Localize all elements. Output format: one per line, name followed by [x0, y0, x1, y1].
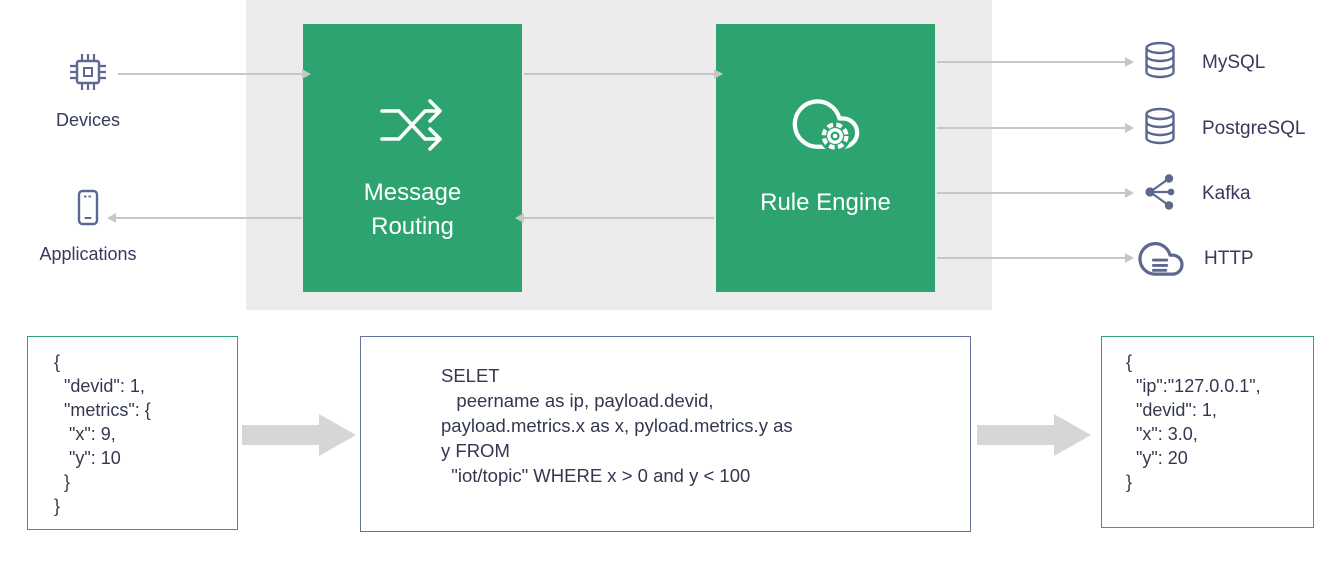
sink-kafka: Kafka — [1138, 171, 1251, 217]
mysql-database-icon — [1138, 38, 1182, 89]
cloud-server-icon — [1138, 236, 1184, 283]
rule-engine-label: Rule Engine — [760, 189, 891, 216]
arrow-devices-to-routing — [118, 73, 302, 75]
node-applications: Applications — [30, 186, 146, 265]
kafka-label: Kafka — [1202, 183, 1251, 204]
sink-mysql: MySQL — [1138, 40, 1265, 86]
postgresql-label: PostgreSQL — [1202, 118, 1306, 139]
thick-arrow-sql-to-output — [977, 425, 1054, 445]
thick-arrow-input-to-sql-head — [319, 414, 356, 456]
cloud-gear-icon — [792, 90, 860, 159]
thick-arrow-input-to-sql — [242, 425, 319, 445]
chip-icon — [64, 48, 112, 101]
message-routing-box: Message Routing — [303, 24, 522, 292]
shuffle-icon — [374, 96, 452, 159]
rule-engine-box: Rule Engine — [716, 24, 935, 292]
sql-statement-box: SELET peername as ip, payload.devid, pay… — [360, 336, 971, 532]
arrow-rule-engine-to-kafka — [937, 192, 1125, 194]
arrow-routing-to-rule-engine — [524, 73, 714, 75]
output-json-code: { "ip":"127.0.0.1", "devid": 1, "x": 3.0… — [1126, 352, 1261, 492]
graph-nodes-icon — [1138, 170, 1182, 219]
arrow-rule-engine-to-routing — [524, 217, 714, 219]
arrow-rule-engine-to-http — [937, 257, 1125, 259]
input-json-code: { "devid": 1, "metrics": { "x": 9, "y": … — [54, 352, 151, 516]
devices-label: Devices — [55, 110, 121, 130]
phone-icon — [66, 186, 110, 235]
sink-http: HTTP — [1138, 236, 1254, 282]
thick-arrow-sql-to-output-head — [1054, 414, 1091, 456]
sql-statement-code: SELET peername as ip, payload.devid, pay… — [441, 365, 793, 486]
sink-postgresql: PostgreSQL — [1138, 106, 1306, 152]
message-routing-label: Message Routing — [363, 179, 462, 240]
mysql-label: MySQL — [1202, 52, 1266, 73]
arrow-rule-engine-to-mysql — [937, 61, 1125, 63]
output-json-box: { "ip":"127.0.0.1", "devid": 1, "x": 3.0… — [1101, 336, 1314, 528]
input-json-box: { "devid": 1, "metrics": { "x": 9, "y": … — [27, 336, 238, 530]
node-devices: Devices — [38, 48, 138, 131]
arrow-rule-engine-to-postgresql — [937, 127, 1125, 129]
applications-label: Applications — [39, 244, 137, 264]
postgresql-database-icon — [1138, 104, 1182, 155]
arrow-routing-to-applications — [116, 217, 302, 219]
http-label: HTTP — [1204, 248, 1254, 269]
